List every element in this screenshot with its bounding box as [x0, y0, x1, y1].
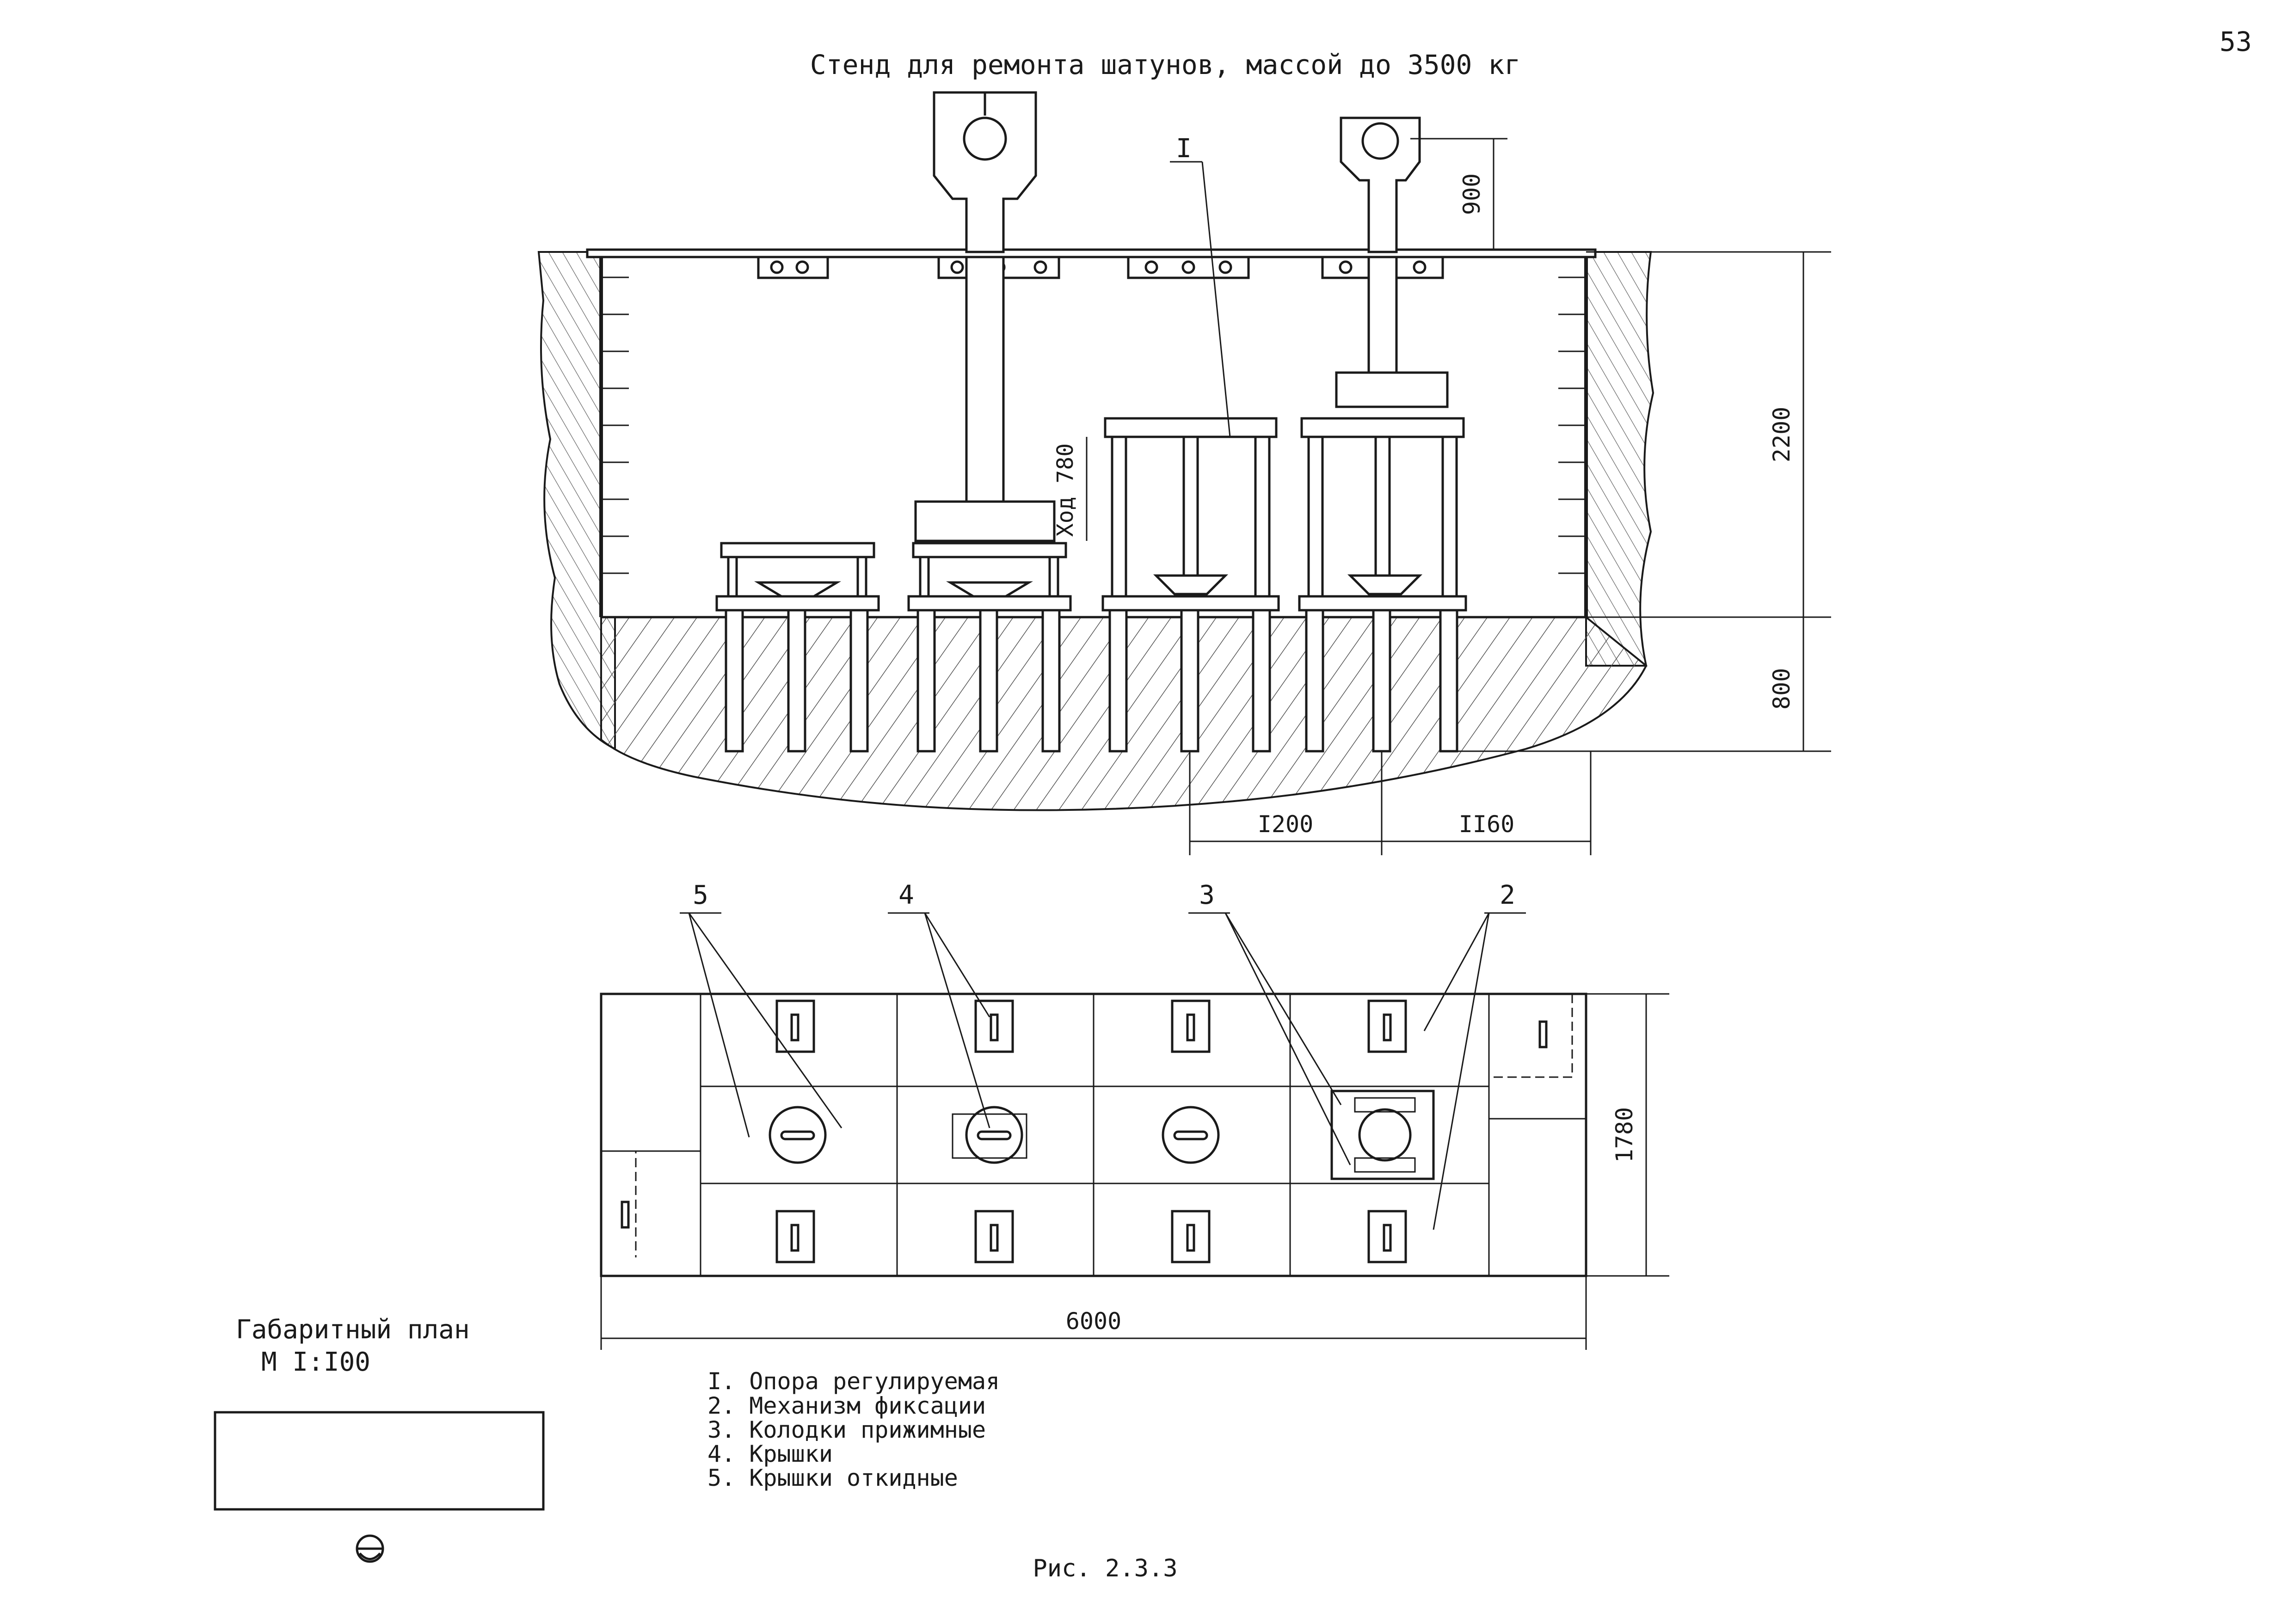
plate-hinges: [757, 256, 1444, 279]
dim-6000-label: 6000: [1066, 1308, 1121, 1335]
plan-view: 5 4 3 2 1780 6000: [600, 880, 1669, 1350]
legend-item: 5. Крышки откидные: [707, 1465, 958, 1491]
top-covers: [775, 999, 1407, 1053]
section-view: I 900 2200 800 I200 II60 Ход 780: [537, 91, 1831, 855]
legend: I. Опора регулируемая 2. Механизм фиксац…: [707, 1368, 1000, 1491]
callout-2-label: 2: [1500, 880, 1515, 910]
connecting-rod-right: [1335, 116, 1449, 408]
stand-tall-3: [1101, 417, 1280, 753]
stand-low-1: [715, 542, 880, 753]
dim-1200-label: I200: [1258, 811, 1313, 838]
dim-1780-label: 1780: [1611, 1107, 1638, 1163]
dim-900-label: 900: [1458, 173, 1485, 215]
callout-5-label: 5: [693, 880, 708, 910]
stand-low-2: [907, 542, 1072, 753]
dim-1160-label: II60: [1459, 811, 1514, 838]
drawing-title: Стенд для ремонта шатунов, массой до 350…: [810, 49, 1520, 80]
callout-1-label: I: [1176, 134, 1192, 164]
soil-right: [1585, 251, 1654, 667]
dim-800-label: 800: [1768, 668, 1795, 710]
round-hatches: [769, 1106, 1220, 1164]
side-cover-left: [601, 1150, 637, 1257]
plan-label-scale: М I:I00: [261, 1347, 370, 1377]
dim-2200-label: 2200: [1768, 407, 1795, 462]
stamp-icon: [356, 1534, 384, 1563]
soil-left: [537, 251, 616, 751]
stand-tall-4: [1298, 417, 1467, 753]
floor-plates: [586, 248, 1597, 258]
fixation-mechanism-plan: [1330, 1090, 1435, 1180]
wall-ticks: [601, 276, 1586, 574]
callout-1-leader: [1201, 161, 1231, 437]
side-cover-right: [1489, 993, 1573, 1078]
bottom-covers: [775, 1210, 1407, 1263]
figure-caption: Рис. 2.3.3: [1033, 1555, 1177, 1582]
legend-item: I. Опора регулируемая: [707, 1368, 1000, 1395]
callout-4-label: 4: [898, 880, 914, 910]
legend-item: 3. Колодки прижимные: [707, 1416, 986, 1443]
page-number: 53: [2220, 26, 2252, 57]
dim-stroke-label: Ход 780: [1052, 443, 1078, 537]
legend-item: 4. Крышки: [707, 1440, 833, 1467]
connecting-rod-left: [914, 91, 1056, 542]
legend-item: 2. Механизм фиксации: [707, 1392, 986, 1419]
callout-3-label: 3: [1199, 880, 1215, 910]
plan-label-title: Габаритный план: [236, 1315, 470, 1345]
plan-label-box: [214, 1411, 545, 1511]
